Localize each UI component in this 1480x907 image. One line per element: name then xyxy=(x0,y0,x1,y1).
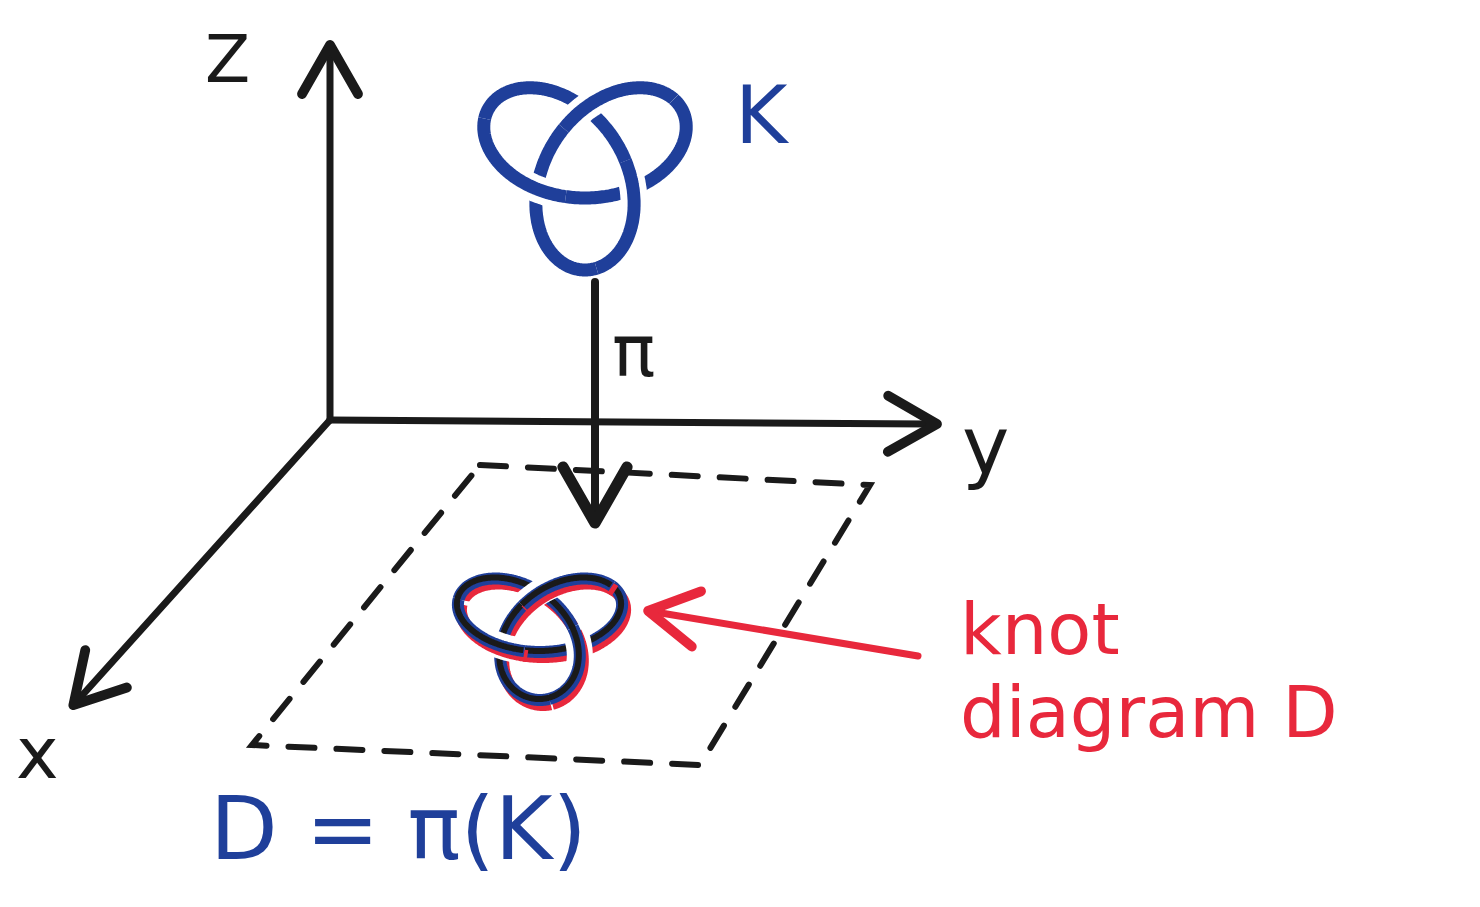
axis-label: x xyxy=(16,712,59,795)
y-axis xyxy=(330,420,930,424)
x-axis xyxy=(78,420,330,700)
knot-strand xyxy=(484,88,686,270)
crossing-gap xyxy=(549,627,580,699)
z-axis xyxy=(327,52,334,420)
equation-label: D = π(K) xyxy=(210,778,587,879)
projection-plane xyxy=(252,465,870,765)
pointer-arrow xyxy=(655,612,918,656)
knot-over-strand xyxy=(564,88,674,129)
knot-strand xyxy=(458,579,622,701)
knot-over-strand xyxy=(522,578,611,605)
axis-label: Z xyxy=(205,22,250,98)
crossing-gap xyxy=(564,88,674,129)
trefoil-knot xyxy=(484,88,686,270)
crossing-gap xyxy=(458,599,525,651)
knot-over-strand xyxy=(458,599,525,651)
knot-diagram-drawing xyxy=(457,578,625,706)
knot-over-strand xyxy=(597,161,635,268)
projection-arrow xyxy=(591,282,599,515)
knot-over-strand xyxy=(523,579,612,606)
knot-label: K xyxy=(735,70,787,162)
coordinate-axes xyxy=(78,52,930,700)
knot-over-strand xyxy=(457,598,524,650)
crossing-gap xyxy=(597,161,635,268)
axis-label: y xyxy=(962,400,1009,492)
knot-over-strand xyxy=(549,627,580,699)
callout-label: knot diagram D xyxy=(960,588,1430,754)
crossing-gap xyxy=(484,119,566,197)
knot-over-strand xyxy=(484,119,566,197)
knot-over-strand xyxy=(548,626,579,698)
knot-strand xyxy=(457,578,621,700)
projection-label: π xyxy=(612,310,655,393)
